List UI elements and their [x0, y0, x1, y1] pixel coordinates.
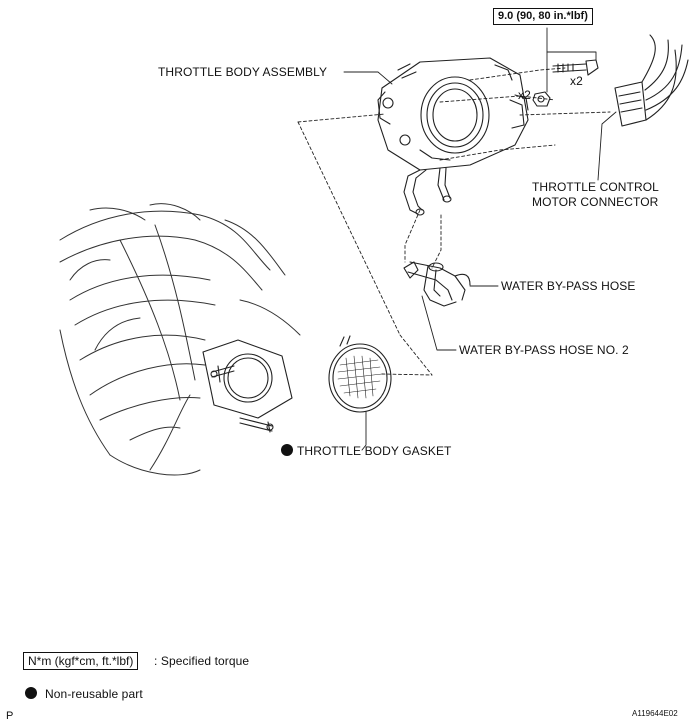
throttle-body-gasket-text: THROTTLE BODY GASKET [297, 444, 452, 458]
nut [532, 91, 551, 107]
throttle-body-gasket [328, 335, 392, 413]
throttle-body-assembly-label: THROTTLE BODY ASSEMBLY [158, 65, 328, 79]
alignment-lines [297, 67, 611, 376]
non-reusable-legend-text: Non-reusable part [45, 687, 143, 701]
water-bypass-hose-no2-label: WATER BY-PASS HOSE NO. 2 [459, 343, 629, 357]
manifold-flange [202, 339, 293, 433]
throttle-control-connector [614, 34, 689, 127]
bolt-long [552, 59, 599, 76]
torque-spec-box: 9.0 (90, 80 in.*lbf) [493, 8, 593, 25]
torque-unit-legend-desc: : Specified torque [154, 654, 250, 668]
throttle-body-assembly [377, 57, 529, 216]
intake-manifold [59, 203, 301, 476]
non-reusable-legend-icon [25, 687, 37, 699]
throttle-control-motor-connector-label-line1: THROTTLE CONTROL [532, 180, 659, 194]
throttle-control-motor-connector-label-line2: MOTOR CONNECTOR [532, 195, 659, 209]
throttle-body-gasket-label: THROTTLE BODY GASKET [281, 444, 451, 458]
water-bypass-hoses [403, 261, 471, 307]
figure-code: A119644E02 [632, 709, 678, 718]
non-reusable-marker-icon [281, 444, 293, 456]
multiplier-bolt: x2 [570, 74, 583, 88]
water-bypass-hose-label: WATER BY-PASS HOSE [501, 279, 636, 293]
torque-unit-legend-box: N*m (kgf*cm, ft.*lbf) [23, 652, 139, 670]
non-reusable-legend: Non-reusable part [25, 687, 143, 701]
footer-left: P [6, 710, 14, 722]
multiplier-nut: x2 [518, 88, 531, 102]
leader-lines [343, 27, 617, 451]
